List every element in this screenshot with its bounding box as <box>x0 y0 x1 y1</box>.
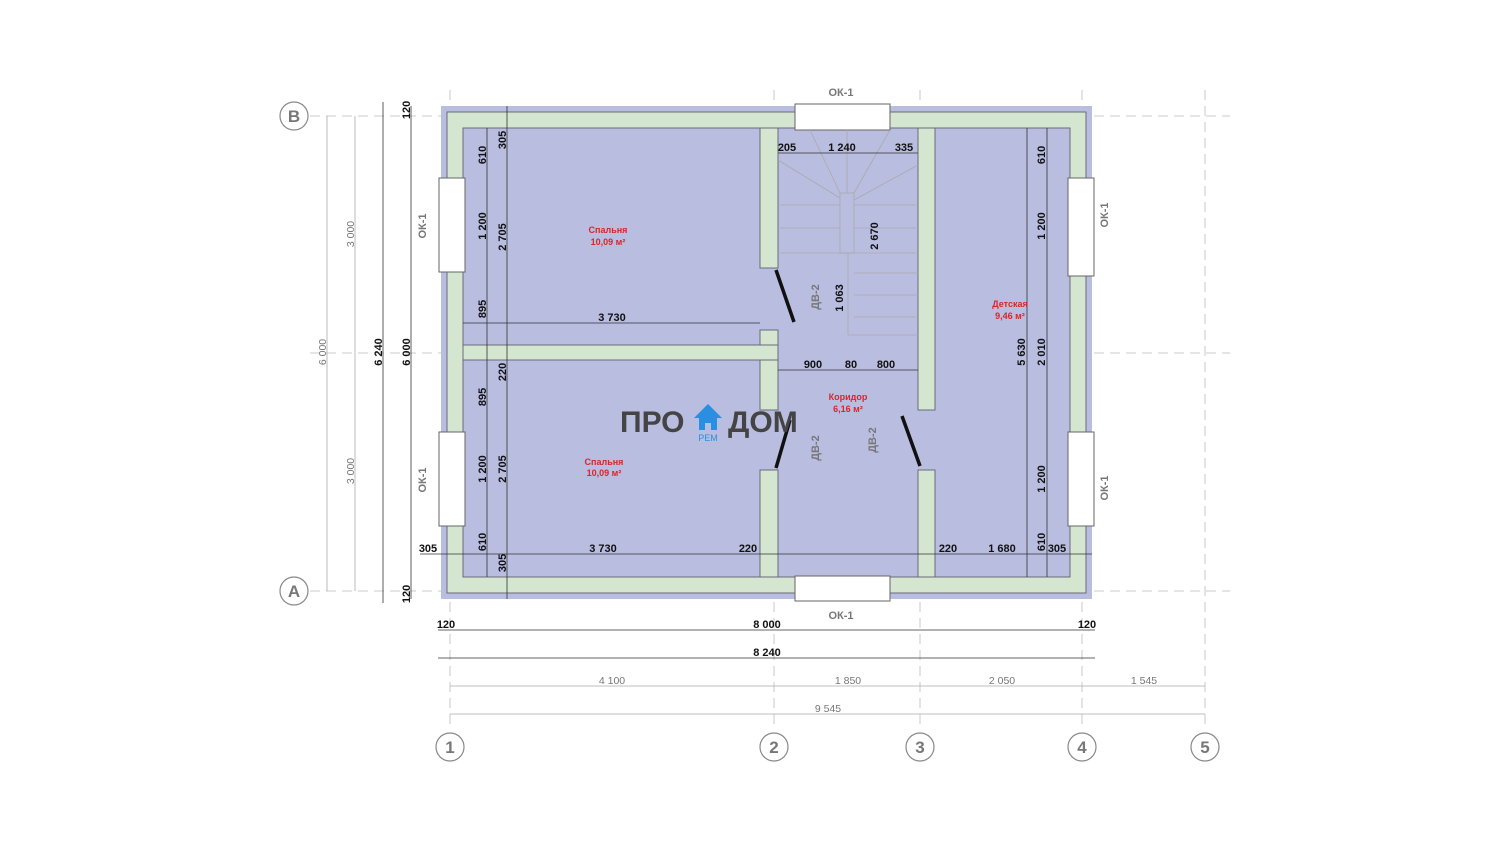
dim: 120 <box>401 101 413 119</box>
dim: 610 <box>477 146 489 164</box>
dim: 3 000 <box>345 458 357 484</box>
window-label-top: ОК-1 <box>828 87 853 99</box>
dim: 1 850 <box>835 675 861 687</box>
dim: 120 <box>1078 619 1096 631</box>
axis-label-b: B <box>288 107 300 126</box>
dim: 8 240 <box>753 647 781 659</box>
axis-label-3: 3 <box>915 738 924 757</box>
room-area-bedroom2: 10,09 м² <box>587 468 622 478</box>
dim: 1 200 <box>1036 465 1048 493</box>
dim: 2 705 <box>497 223 509 251</box>
room-name-kids: Детская <box>992 299 1027 309</box>
logo-text-left: ПРО <box>620 406 685 439</box>
dim: 3 730 <box>589 543 617 555</box>
dim: 205 <box>778 142 796 154</box>
dim: 610 <box>1036 146 1048 164</box>
house-icon <box>694 404 722 430</box>
dim: 1 200 <box>1036 212 1048 240</box>
staircase <box>777 129 919 336</box>
dim: 3 000 <box>345 221 357 247</box>
doors <box>774 269 922 469</box>
dim: 2 670 <box>869 222 881 250</box>
dim: 220 <box>939 543 957 555</box>
axis-bubbles <box>279 101 1220 762</box>
dim: 2 705 <box>497 455 509 483</box>
room-area-kids: 9,46 м² <box>995 311 1025 321</box>
dim: 1 680 <box>988 543 1016 555</box>
dim: 900 <box>804 359 822 371</box>
dim: 610 <box>1036 533 1048 551</box>
dim: 3 730 <box>598 312 626 324</box>
dim: 120 <box>401 585 413 603</box>
dim: 335 <box>895 142 913 154</box>
dim: 2 050 <box>989 675 1015 687</box>
dim: 1 240 <box>828 142 856 154</box>
axis-label-a: A <box>288 582 300 601</box>
dim: 305 <box>419 543 437 555</box>
dim: 80 <box>845 359 857 371</box>
dim: 4 100 <box>599 675 625 687</box>
dim: 8 000 <box>753 619 781 631</box>
dim: 6 000 <box>401 338 413 366</box>
axis-label-4: 4 <box>1077 738 1087 757</box>
dim: 120 <box>437 619 455 631</box>
room-name-bedroom2: Спальня <box>585 457 624 467</box>
window-label-right-bottom: ОК-1 <box>1099 475 1111 500</box>
dim: 895 <box>477 388 489 406</box>
logo-text-right: ДОМ <box>728 406 798 439</box>
room-area-bedroom1: 10,09 м² <box>591 237 626 247</box>
room-name-bedroom1: Спальня <box>589 225 628 235</box>
axis-label-1: 1 <box>445 738 454 757</box>
logo-watermark: ПРО РЕМ ДОМ <box>620 404 798 443</box>
logo-sub: РЕМ <box>698 433 718 443</box>
dim: 800 <box>877 359 895 371</box>
dim: 2 010 <box>1036 338 1048 366</box>
door-label-kids: ДВ-2 <box>867 427 879 453</box>
dim: 1 545 <box>1131 675 1157 687</box>
dimension-lines <box>326 102 1205 715</box>
dim: 6 240 <box>373 338 385 366</box>
dim: 1 063 <box>834 284 846 312</box>
window-label-left-bottom: ОК-1 <box>417 467 429 492</box>
door-label-bedroom: ДВ-2 <box>810 435 822 461</box>
windows <box>438 103 1095 602</box>
exterior-walls <box>441 106 1092 599</box>
window-label-left-top: ОК-1 <box>417 213 429 238</box>
room-name-corridor: Коридор <box>829 392 868 402</box>
window-label-bottom: ОК-1 <box>828 610 853 622</box>
dim: 9 545 <box>815 703 841 715</box>
axis-label-5: 5 <box>1200 738 1209 757</box>
dim: 610 <box>477 533 489 551</box>
dim: 220 <box>739 543 757 555</box>
door-label-stair: ДВ-2 <box>810 284 822 310</box>
axis-label-2: 2 <box>769 738 778 757</box>
window-label-right-top: ОК-1 <box>1099 202 1111 227</box>
room-area-corridor: 6,16 м² <box>833 404 863 414</box>
dim: 5 630 <box>1016 338 1028 366</box>
dim: 1 200 <box>477 455 489 483</box>
dim: 305 <box>1048 543 1066 555</box>
dim: 305 <box>497 554 509 572</box>
dim: 220 <box>497 363 509 381</box>
dim: 305 <box>497 131 509 149</box>
dim: 6 000 <box>317 339 329 365</box>
dim: 895 <box>477 300 489 318</box>
dim: 1 200 <box>477 212 489 240</box>
